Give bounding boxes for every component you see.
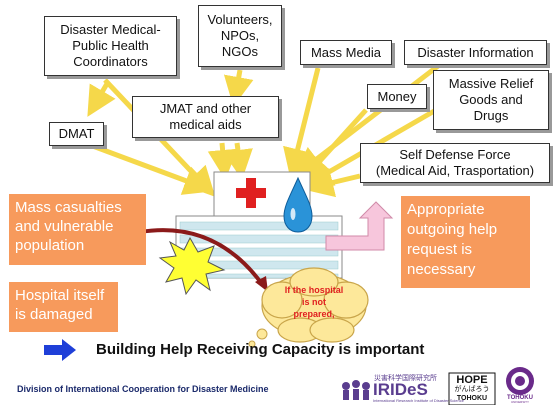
arrow-dmat-to-hospital [89,142,215,195]
irides-wordmark: IRIDeS [373,380,428,399]
thought-cloud [261,267,369,343]
hope-jp-label: がんばろう [454,386,490,393]
casualty-flow-arrow [139,228,264,286]
footer-division: Division of International Cooperation fo… [17,384,269,394]
box-volunteers: Volunteers, NPOs, NGOs [198,5,282,67]
box-self-defense-force: Self Defense Force (Medical Aid, Traspor… [360,143,550,183]
arrow-dmpc-to-dmat [87,80,116,117]
irides-logo-mark [342,380,370,400]
tohoku-subtitle: UNIVERSITY [510,400,529,404]
water-drop-icon [283,176,313,233]
arrow-sdf [303,167,361,198]
tohoku-university-emblem [506,367,534,395]
box-disaster-information: Disaster Information [404,40,547,65]
arrow-jmat-to-hospital [207,142,238,180]
tohoku-wordmark: TOHOKU [507,395,533,401]
main-message: Building Help Receiving Capacity is impo… [96,341,425,358]
box-dmat: DMAT [49,122,104,146]
box-relief-goods: Massive Relief Goods and Drugs [433,70,549,130]
cloud-text-not-prepared: If the hospital is not prepared, [284,285,344,319]
box-dmpc: Disaster Medical- Public Health Coordina… [44,16,177,76]
outgoing-arrow-icon [325,201,394,251]
arrow-volunteers-to-jmat [223,69,254,107]
hope-wordmark: HOPE [456,374,488,386]
callout-mass-casualties: Mass casualties and vulnerable populatio… [9,194,146,265]
hope-tohoku-label: TOHOKU [456,395,488,402]
box-money: Money [367,84,427,109]
hope-logo-frame [448,372,496,405]
explosion-burst-icon [158,236,226,296]
box-jmat: JMAT and other medical aids [132,96,279,138]
arrow-money [299,108,368,184]
blue-arrow-icon [44,339,76,361]
arrow-mass-media [283,67,321,179]
inflow-arrows [87,64,440,198]
arrow-jmat-to-hospital-2 [223,142,253,180]
callout-outgoing-request: Appropriate outgoing help request is nec… [401,196,530,288]
irides-jp-label: 災害科学国際研究所 [374,375,437,382]
red-cross-icon [236,178,266,208]
irides-subtitle: International Research Institute of Disa… [373,398,464,403]
callout-hospital-damaged: Hospital itself is damaged [9,282,118,332]
box-mass-media: Mass Media [300,40,392,65]
